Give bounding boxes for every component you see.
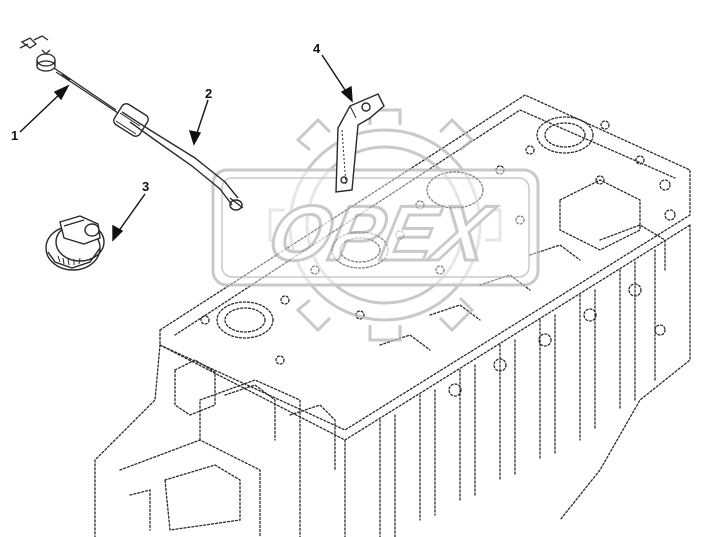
callout-3-arrowhead (112, 224, 124, 242)
watermark-logo: OPEX (211, 108, 540, 342)
callout-3-label: 3 (142, 179, 149, 194)
watermark-text: OPEX (262, 190, 502, 277)
callout-4-arrowhead (340, 85, 353, 103)
callout-2-leader (195, 99, 209, 137)
callout-4-label: 4 (313, 41, 321, 56)
part-4-bracket (335, 93, 385, 193)
part-1-dipstick (19, 35, 119, 114)
callout-1-arrowhead (53, 84, 70, 101)
callout-1-label: 1 (11, 128, 18, 143)
callout-3-leader (117, 193, 146, 233)
watermark-frame (211, 168, 540, 287)
part-2-dipstick-tube (113, 103, 244, 211)
part-3-hose-clamp (45, 215, 105, 271)
callout-1-leader (19, 91, 63, 133)
engine-block (94, 94, 691, 537)
callout-4-leader (321, 54, 348, 94)
callout-leaders (19, 54, 353, 242)
callout-2-label: 2 (205, 86, 212, 101)
gear-icon (268, 108, 502, 342)
callout-2-arrowhead (188, 130, 202, 146)
